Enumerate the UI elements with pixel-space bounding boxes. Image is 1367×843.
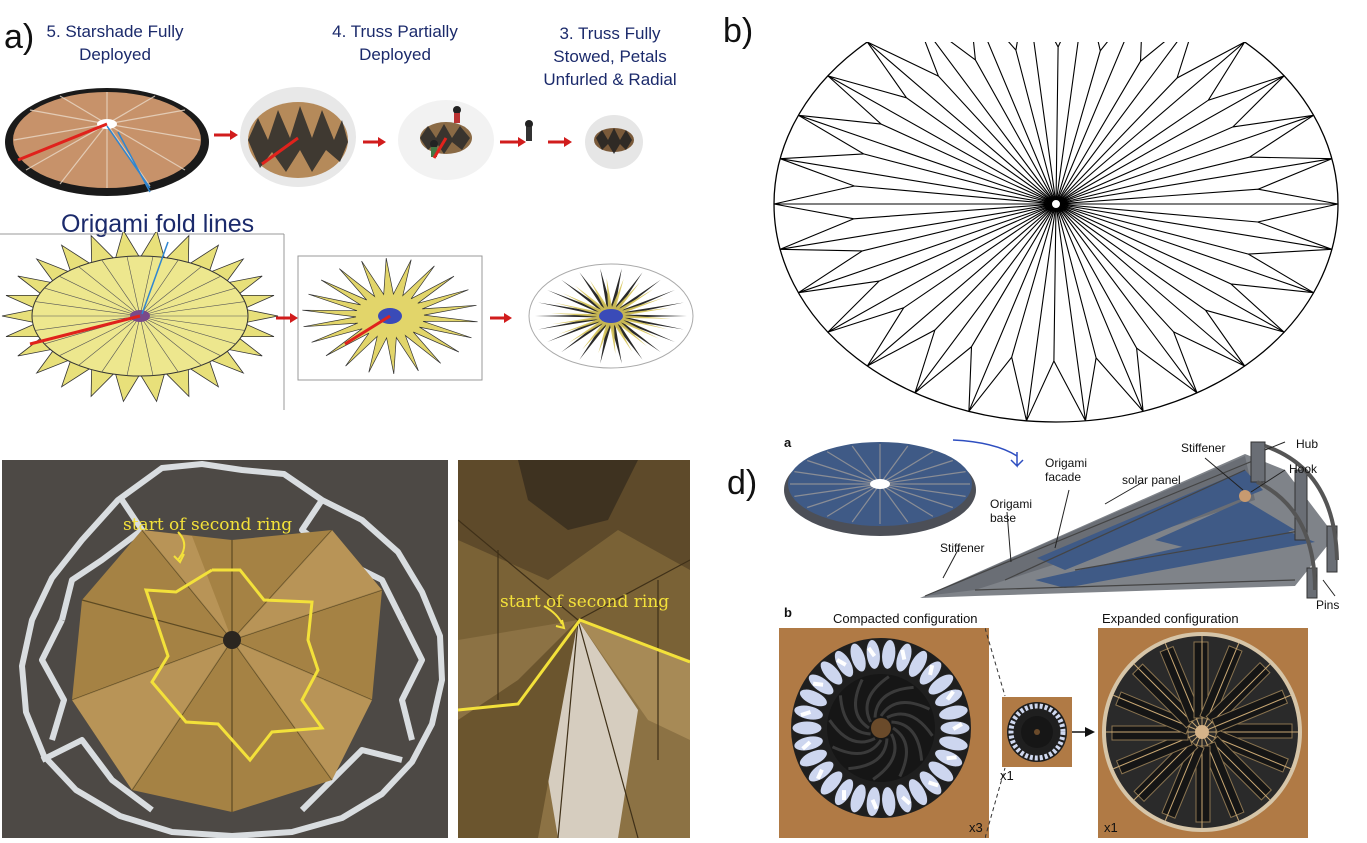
compacted-configuration-photo <box>779 628 989 838</box>
origami-base-label-line2: base <box>990 511 1017 525</box>
panel-a-bottom-row <box>0 232 694 410</box>
folded-ring-photo-right <box>458 460 690 838</box>
step3-caption-line2: Stowed, Petals <box>553 47 667 66</box>
truss-partially-deployed-image <box>240 87 356 187</box>
petal-starshade-deployed <box>1 232 279 403</box>
step4-caption-line1: 4. Truss Partially <box>332 22 458 41</box>
starshade-deployed-image <box>5 88 209 196</box>
step5-caption-line1: 5. Starshade Fully <box>46 22 184 41</box>
petal-starshade-stowed <box>528 263 694 369</box>
panel-a-top-row <box>5 87 643 196</box>
solar-panel-label: solar panel <box>1122 473 1181 487</box>
origami-facade-label-line1: Origami <box>1045 456 1088 470</box>
start-second-ring-label-left: start of second ring <box>123 515 293 535</box>
expanded-configuration-photo <box>1098 628 1308 838</box>
x3-scale-label: x3 <box>969 820 983 835</box>
x1-large-scale-label: x1 <box>1104 820 1118 835</box>
subpanel-a-label: a <box>784 435 792 450</box>
compacted-configuration-small-photo <box>1002 697 1072 767</box>
hook-label: Hook <box>1289 462 1318 476</box>
panel-d-letter: d) <box>727 464 758 502</box>
step4-caption-line2: Deployed <box>359 45 431 64</box>
x1-small-scale-label: x1 <box>1000 768 1014 783</box>
origami-base-label: Origami base <box>990 497 1032 525</box>
step4-caption: 4. Truss Partially Deployed <box>300 20 490 66</box>
compacted-configuration-caption: Compacted configuration <box>833 611 978 626</box>
step5-caption-line2: Deployed <box>79 45 151 64</box>
stowed-small-image <box>585 115 643 169</box>
step3-caption: 3. Truss Fully Stowed, Petals Unfurled &… <box>525 22 695 91</box>
stiffener-top-label: Stiffener <box>1181 441 1226 455</box>
truss-stowed-image <box>398 100 533 180</box>
subpanel-b-label: b <box>784 605 792 620</box>
stiffener-bottom-label: Stiffener <box>940 541 985 555</box>
scale-dashed-lines <box>985 628 1095 838</box>
expanded-configuration-caption: Expanded configuration <box>1102 611 1239 626</box>
origami-base-label-line1: Origami <box>990 497 1033 511</box>
step3-caption-line3: Unfurled & Radial <box>543 70 677 89</box>
start-second-ring-label-right: start of second ring <box>500 592 670 612</box>
petal-starshade-partial <box>302 258 478 374</box>
hub-label: Hub <box>1296 437 1319 451</box>
panel-b-letter: b) <box>723 12 754 50</box>
step3-caption-line1: 3. Truss Fully <box>559 24 661 43</box>
origami-crease-pattern-diagram <box>773 42 1339 423</box>
step5-caption: 5. Starshade Fully Deployed <box>30 20 200 66</box>
folded-ring-photo-left <box>2 460 448 838</box>
solar-origami-schematic <box>784 439 1339 599</box>
origami-facade-label-line2: facade <box>1045 470 1082 484</box>
origami-facade-label: Origami facade <box>1045 456 1087 484</box>
panel-a-letter: a) <box>4 18 35 56</box>
pins-label: Pins <box>1316 598 1340 612</box>
